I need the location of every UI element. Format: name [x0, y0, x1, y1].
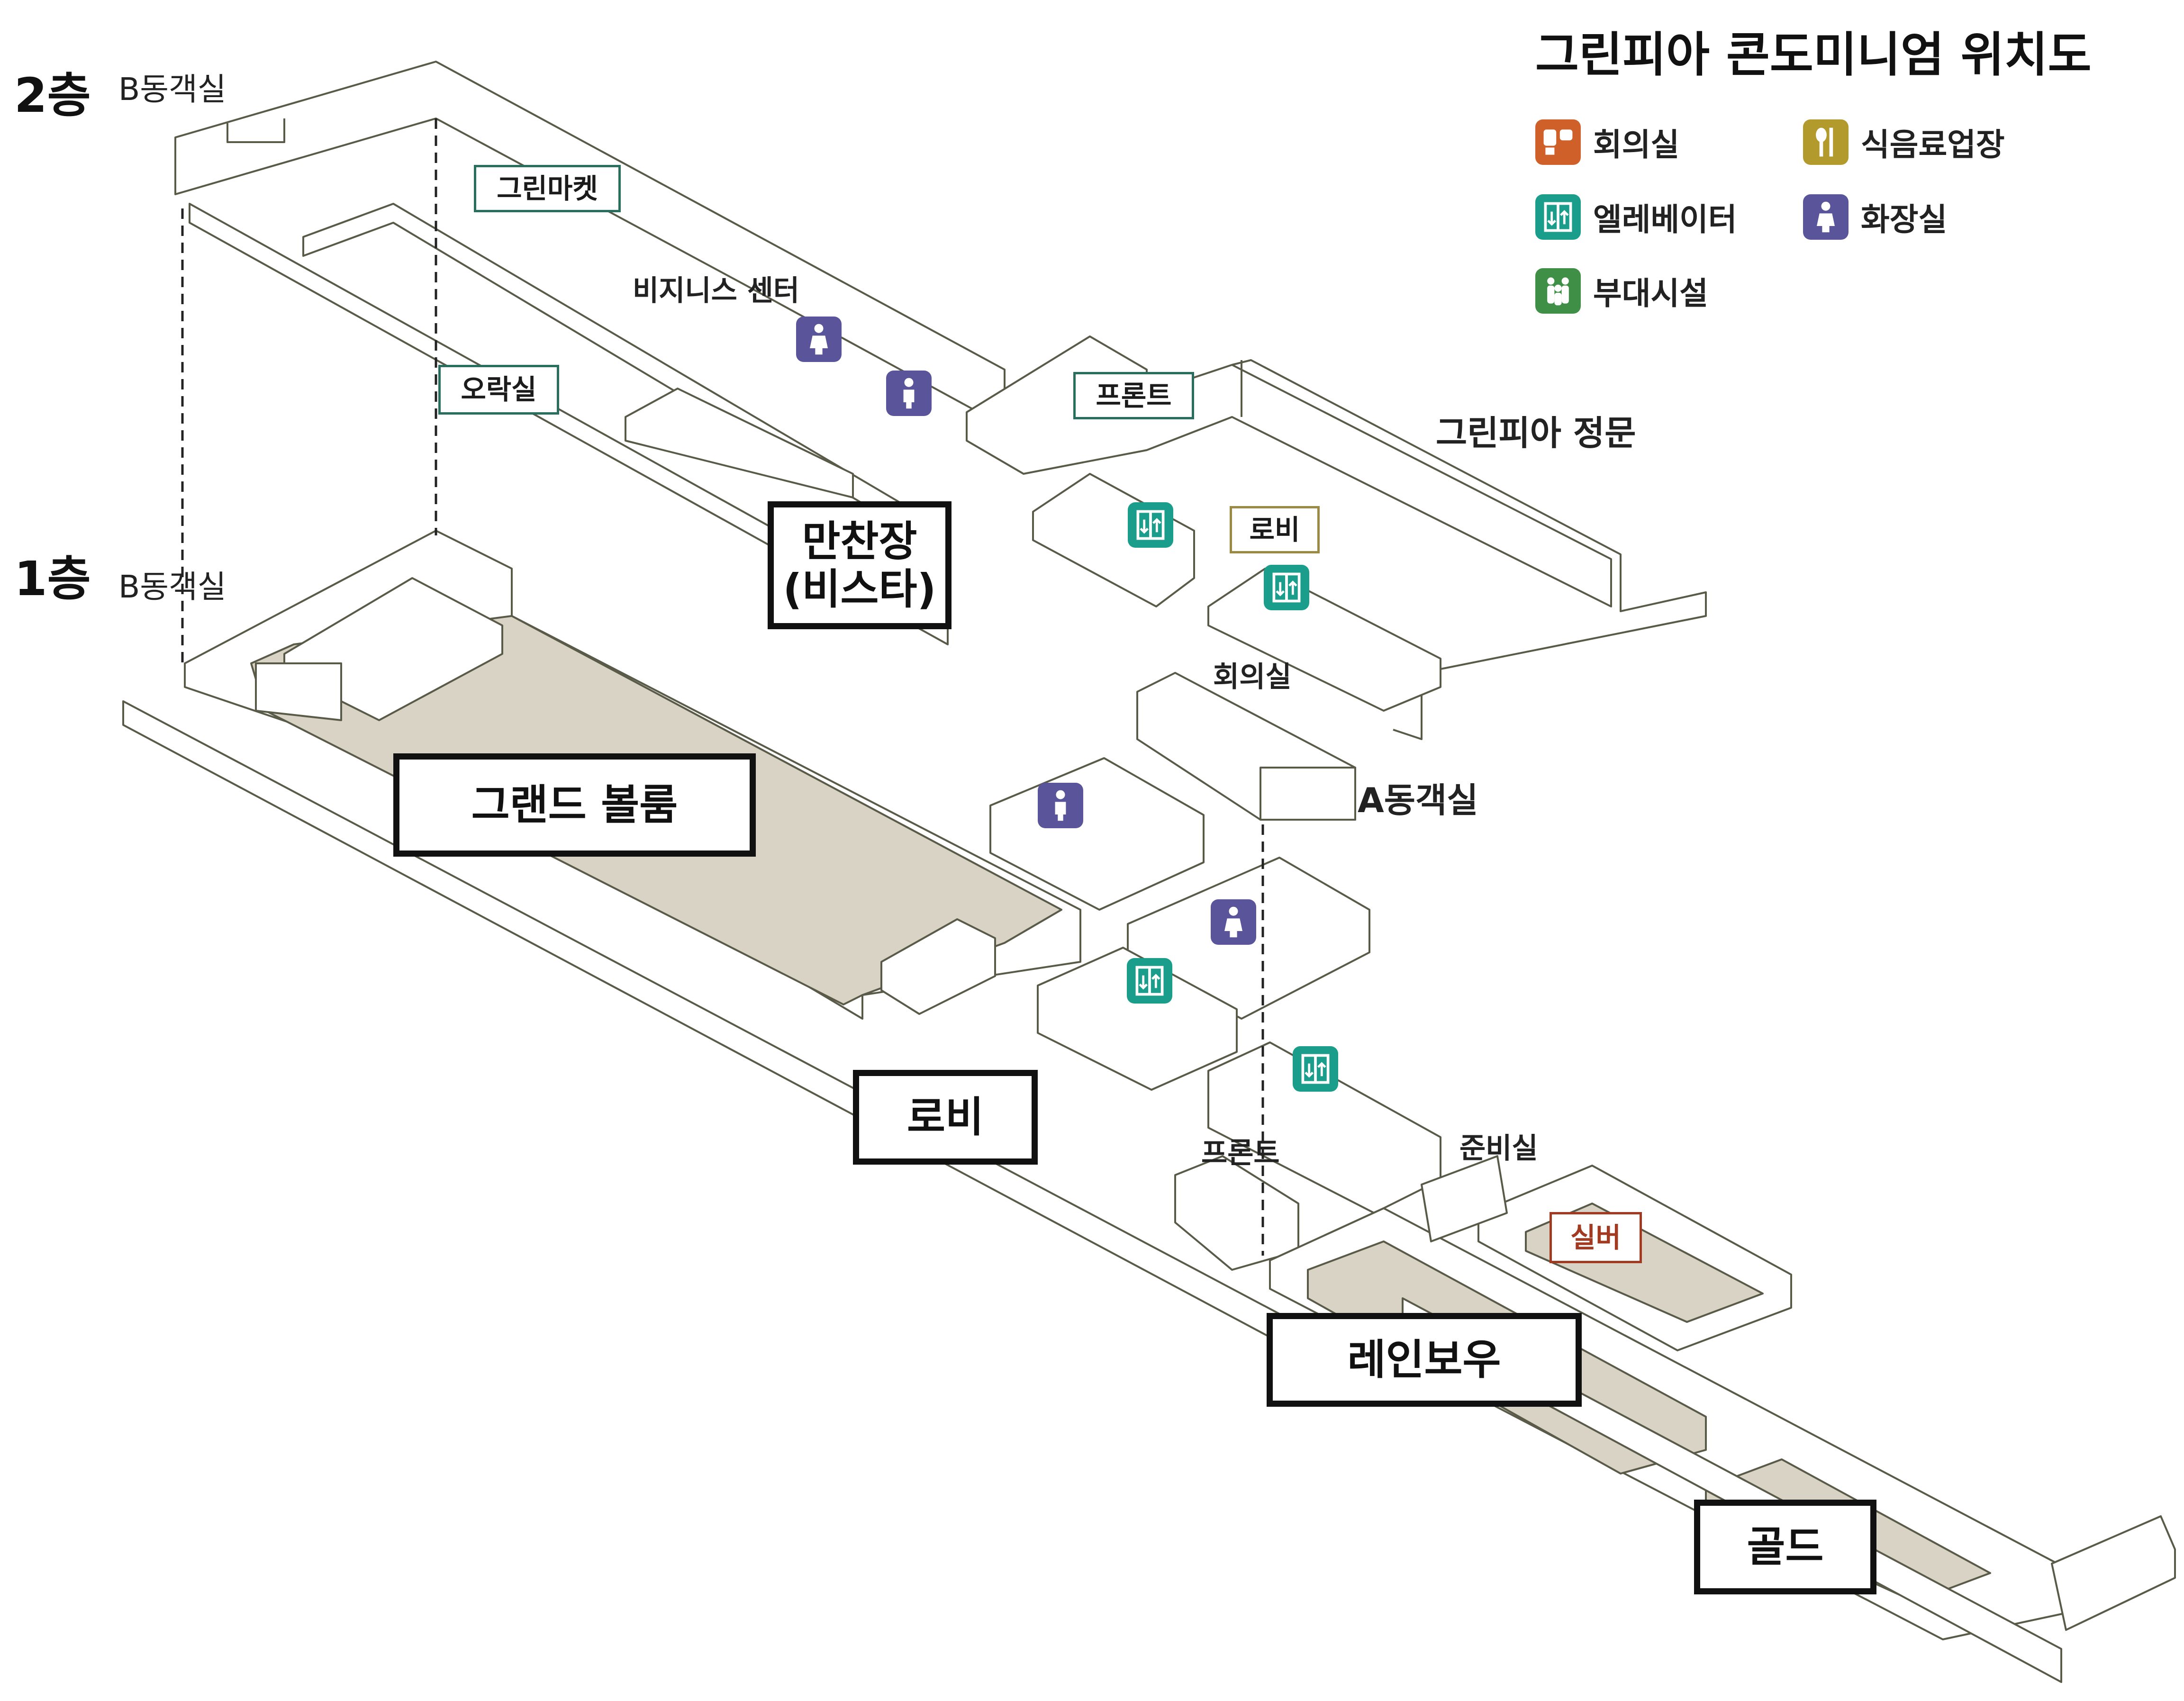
- business-center-label: 비지니스 센터: [633, 274, 800, 308]
- manchanjang-line2: (비스타): [783, 565, 936, 614]
- upper-front-tag: 프론트: [1073, 372, 1194, 419]
- restroom-icon: [1038, 783, 1083, 828]
- rainbow-venue-box: 레인보우: [1267, 1313, 1582, 1407]
- amenity-icon: [1535, 268, 1581, 314]
- restroom-icon: [886, 371, 932, 416]
- legend-label: 식음료업장: [1861, 127, 2005, 163]
- elevator-icon: [1264, 565, 1309, 610]
- legend-label: 엘레베이터: [1593, 201, 1737, 238]
- legend-item-restroom: 화장실: [1803, 194, 1947, 240]
- legend-item-amenity: 부대시설: [1535, 268, 1708, 314]
- main-gate-label: 그린피아 정문: [1436, 413, 1636, 453]
- grand-ballroom-venue-box: 그랜드 볼룸: [393, 753, 756, 857]
- legend-item-elevator: 엘레베이터: [1535, 194, 1737, 240]
- elevator-icon: [1128, 502, 1173, 548]
- upper-meeting-room-label: 회의실: [1213, 660, 1292, 694]
- upper-core: [1032, 473, 1195, 607]
- meeting-room-icon: [1535, 119, 1581, 165]
- restroom-icon: [1211, 899, 1256, 945]
- legend-item-food-beverage: 식음료업장: [1803, 119, 2005, 165]
- lobby-venue-box: 로비: [853, 1070, 1038, 1165]
- floor-1-label: 1층: [14, 551, 91, 606]
- elevator-icon: [1127, 958, 1172, 1004]
- legend-label: 부대시설: [1593, 275, 1708, 312]
- legend-item-meeting-room: 회의실: [1535, 119, 1679, 165]
- ground-front-label: 프론트: [1201, 1137, 1280, 1170]
- silver-tag: 실버: [1550, 1212, 1642, 1263]
- a-building-label: A동객실: [1358, 780, 1478, 820]
- elevator-icon: [1293, 1046, 1338, 1092]
- game-room-tag: 오락실: [438, 365, 559, 415]
- restroom-icon: [796, 317, 842, 362]
- green-market-tag: 그린마켓: [474, 165, 621, 212]
- floor-2-label: 2층: [14, 68, 91, 123]
- legend-label: 회의실: [1593, 127, 1680, 163]
- upper-lobby-tag: 로비: [1230, 506, 1320, 553]
- gold-venue-box: 골드: [1694, 1500, 1876, 1594]
- manchanjang-line1: 만찬장: [802, 516, 917, 566]
- prep-room-label: 준비실: [1459, 1132, 1538, 1165]
- floor-2-building-label: B동객실: [118, 71, 227, 108]
- legend-label: 화장실: [1861, 201, 1948, 238]
- map-title: 그린피아 콘도미니엄 위치도: [1535, 27, 2092, 82]
- ground-core-3: [1037, 947, 1238, 1091]
- upper-corridor-wall: [174, 61, 1006, 427]
- floor-1-building-label: B동객실: [118, 569, 227, 605]
- restroom-icon: [1803, 194, 1849, 240]
- food-beverage-icon: [1803, 119, 1849, 165]
- manchanjang-venue-box: 만찬장 (비스타): [768, 501, 952, 629]
- elevator-icon: [1535, 194, 1581, 240]
